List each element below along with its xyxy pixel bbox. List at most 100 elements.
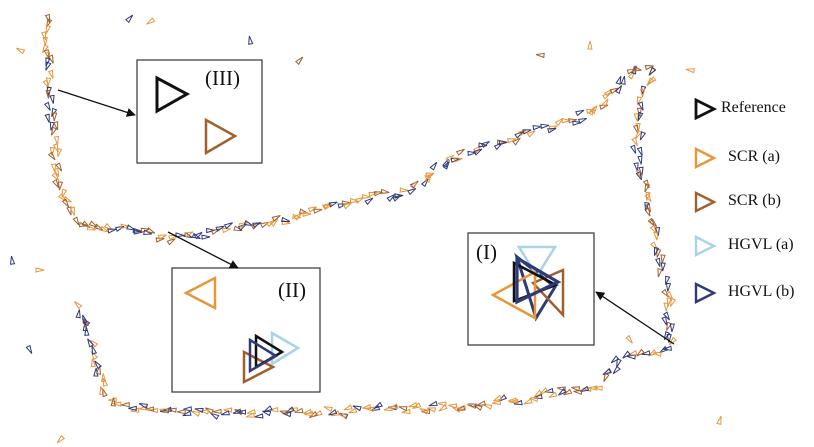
trajectory-marker-icon <box>626 354 636 360</box>
trajectory-marker-icon <box>428 400 438 407</box>
trajectory-marker-icon <box>246 408 256 415</box>
trajectory-marker-icon <box>45 89 51 99</box>
trajectory-marker-icon <box>632 65 642 71</box>
trajectory-marker-icon <box>280 216 291 222</box>
trajectory-marker-icon <box>72 216 80 226</box>
legend-scr-b-label: SCR (b) <box>728 192 781 209</box>
trajectory-marker-icon <box>248 35 254 45</box>
trajectory-marker-icon <box>615 75 622 86</box>
trajectory-marker-icon <box>644 207 651 217</box>
trajectory-marker-icon <box>716 415 722 426</box>
trajectory-marker-icon <box>112 401 122 407</box>
trajectory-marker-icon <box>269 407 279 413</box>
trajectory-marker-icon <box>571 386 581 392</box>
trajectory-marker-icon <box>645 191 651 201</box>
trajectory-marker-icon <box>635 170 643 181</box>
trajectory-marker-icon <box>633 112 639 122</box>
trajectory-marker-icon <box>145 406 155 412</box>
triangle-marker-icon <box>248 337 279 374</box>
trajectory-marker-icon <box>61 188 68 198</box>
trajectory-marker-icon <box>343 404 353 411</box>
legend-reference-icon <box>694 97 718 121</box>
trajectory-marker-icon <box>660 254 666 264</box>
trajectory-marker-icon <box>10 255 16 265</box>
trajectory-marker-icon <box>51 112 58 122</box>
trajectory-marker-icon <box>323 406 333 413</box>
trajectory-marker-icon <box>304 411 314 417</box>
trajectory-marker-icon <box>636 146 643 156</box>
trajectory-marker-icon <box>476 400 487 406</box>
trajectory-marker-icon <box>302 211 312 217</box>
inset-box-i <box>467 232 595 346</box>
trajectory-marker-icon <box>480 141 490 149</box>
trajectory-marker-icon <box>637 155 643 165</box>
trajectory-marker-icon <box>627 70 636 80</box>
trajectory-marker-icon <box>100 373 107 383</box>
trajectory-marker-icon <box>53 135 59 145</box>
trajectory-marker-icon <box>655 257 661 267</box>
trajectory-marker-icon <box>466 403 476 409</box>
legend-scr-a-icon <box>694 147 717 169</box>
trajectory-marker-icon <box>183 406 192 412</box>
trajectory-marker-icon <box>167 407 177 413</box>
trajectory-marker-icon <box>237 223 247 231</box>
trajectory-marker-icon <box>193 231 203 240</box>
trajectory-marker-icon <box>498 140 508 146</box>
trajectory-marker-icon <box>554 118 564 127</box>
trajectory-marker-icon <box>647 217 656 227</box>
trajectory-marker-icon <box>448 403 458 409</box>
trajectory-marker-icon <box>191 410 201 417</box>
trajectory-marker-icon <box>561 118 571 124</box>
trajectory-marker-icon <box>438 404 448 412</box>
trajectory-marker-icon <box>665 291 674 300</box>
trajectory-marker-icon <box>44 113 50 123</box>
trajectory-marker-icon <box>138 405 148 411</box>
trajectory-marker-icon <box>533 389 543 398</box>
trajectory-marker-icon <box>669 323 675 333</box>
trajectory-marker-icon <box>47 151 56 161</box>
triangle-marker-icon <box>270 330 301 367</box>
trajectory-marker-icon <box>456 404 466 411</box>
trajectory-marker-icon <box>437 401 447 407</box>
trajectory-marker-icon <box>176 409 186 415</box>
trajectory-marker-icon <box>408 402 418 408</box>
trajectory-marker-icon <box>644 193 652 203</box>
trajectory-marker-icon <box>263 405 273 413</box>
trajectory-marker-icon <box>52 178 60 188</box>
trajectory-marker-icon <box>86 225 96 231</box>
trajectory-marker-icon <box>323 203 333 211</box>
trajectory-marker-icon <box>635 168 643 178</box>
trajectory-marker-icon <box>50 126 58 136</box>
trajectory-marker-icon <box>45 61 52 71</box>
trajectory-marker-icon <box>40 31 47 41</box>
trajectory-marker-icon <box>609 87 619 95</box>
trajectory-marker-icon <box>146 17 156 25</box>
trajectory-marker-icon <box>159 408 169 414</box>
trajectory-marker-icon <box>636 348 645 357</box>
trajectory-marker-icon <box>659 345 669 354</box>
trajectory-marker-icon <box>88 220 98 228</box>
trajectory-marker-icon <box>412 402 422 409</box>
trajectory-marker-icon <box>610 355 620 364</box>
trajectory-marker-icon <box>640 88 646 98</box>
legend-hgvl-b-label: HGVL (b) <box>728 283 795 300</box>
trajectory-marker-icon <box>539 387 549 395</box>
trajectory-marker-icon <box>654 246 660 256</box>
trajectory-marker-icon <box>252 222 262 228</box>
trajectory-markers <box>10 13 722 444</box>
trajectory-marker-icon <box>427 407 437 413</box>
trajectory-marker-icon <box>294 407 304 413</box>
trajectory-marker-icon <box>626 68 636 75</box>
trajectory-marker-icon <box>128 405 137 412</box>
trajectory-marker-icon <box>653 231 659 241</box>
trajectory-marker-icon <box>42 79 50 89</box>
trajectory-marker-icon <box>473 148 483 156</box>
triangle-marker-icon <box>515 255 562 305</box>
trajectory-marker-icon <box>223 222 233 230</box>
trajectory-marker-icon <box>663 302 669 312</box>
trajectory-marker-icon <box>642 179 650 189</box>
trajectory-marker-icon <box>526 130 536 138</box>
trajectory-marker-icon <box>663 331 671 341</box>
trajectory-marker-icon <box>348 407 358 414</box>
trajectory-marker-icon <box>646 77 655 87</box>
